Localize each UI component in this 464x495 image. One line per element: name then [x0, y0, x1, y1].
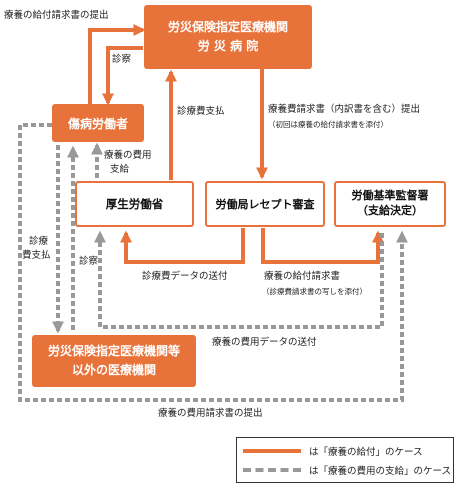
legend-solid-line	[243, 449, 301, 453]
arrow-review-to-mhlw-data	[120, 228, 245, 264]
rosai-hospital-line1: 労災保険指定医療機関	[167, 19, 288, 34]
benefit-claim-label: 療養の給付請求書	[264, 271, 341, 282]
cost-payment-label-line2: 支給	[110, 164, 130, 175]
other-facility-line2: 以外の医療機関	[71, 363, 156, 377]
cost-payment-label-line1: 療養の費用	[104, 150, 152, 161]
arrow-worker-to-hospital-claim	[88, 24, 146, 108]
labor-standards-box: 労働基準監督署 （支給決定）	[334, 181, 446, 227]
mhlw-box: 厚生労働省	[75, 181, 194, 227]
arrow-hospital-to-worker-consult	[102, 46, 143, 106]
claim-submit-top-label: 療養の給付請求書の提出	[4, 10, 109, 21]
receipt-review-label: 労働局レセプト審査	[215, 198, 315, 211]
legend: は「療養の給付」のケース は「療養の費用の支給」のケース	[236, 437, 454, 483]
receipt-review-box: 労働局レセプト審査	[205, 181, 325, 227]
consult-top-label: 診察	[112, 54, 132, 65]
legend-dashed-line	[243, 468, 301, 472]
labor-standards-line2: （支給決定）	[357, 204, 423, 217]
injured-worker-label: 傷病労働者	[67, 116, 128, 131]
fee-data-send-label: 診療費データの送付	[142, 271, 228, 282]
legend-dashed-text: は「療養の費用の支給」のケース	[309, 466, 452, 477]
consult-left-label: 診察	[79, 256, 99, 267]
first-time-note-label: （初回は療養の給付請求書を添付）	[268, 120, 388, 129]
mhlw-label: 厚生労働省	[105, 197, 164, 211]
other-facility-line1: 労災保険指定医療機関等	[47, 344, 180, 359]
labor-standards-line1: 労働基準監督署	[351, 189, 429, 203]
arrow-review-to-office-claim	[261, 228, 384, 264]
fee-claim-submit-label: 療養費請求書（内訳書を含む）提出	[268, 104, 421, 115]
cost-data-send-label: 療養の費用データの送付	[212, 337, 317, 348]
rosai-hospital-line2: 労 災 病 院	[197, 39, 259, 53]
consult-fee-pay-label-line1: 診療	[29, 236, 49, 247]
injured-worker-box: 傷病労働者	[52, 104, 144, 142]
cost-claim-submit-label: 療養の費用請求書の提出	[158, 408, 263, 419]
arrow-worker-to-office-claim	[18, 123, 408, 402]
fee-payment-right-label: 診療費支払	[177, 106, 225, 117]
legend-solid-text: は「療養の給付」のケース	[309, 447, 423, 458]
consult-fee-pay-label-line2: 費支払	[22, 250, 51, 261]
arrow-office-to-mhlw-data	[94, 230, 384, 329]
rosai-hospital-box: 労災保険指定医療機関 労 災 病 院	[144, 5, 312, 69]
legend-row-cost: は「療養の費用の支給」のケース	[243, 463, 451, 477]
legend-row-benefit: は「療養の給付」のケース	[243, 444, 423, 458]
other-facility-box: 労災保険指定医療機関等 以外の医療機関	[32, 335, 196, 387]
benefit-claim-note-label: （診療費請求書の写しを添付）	[262, 287, 367, 296]
